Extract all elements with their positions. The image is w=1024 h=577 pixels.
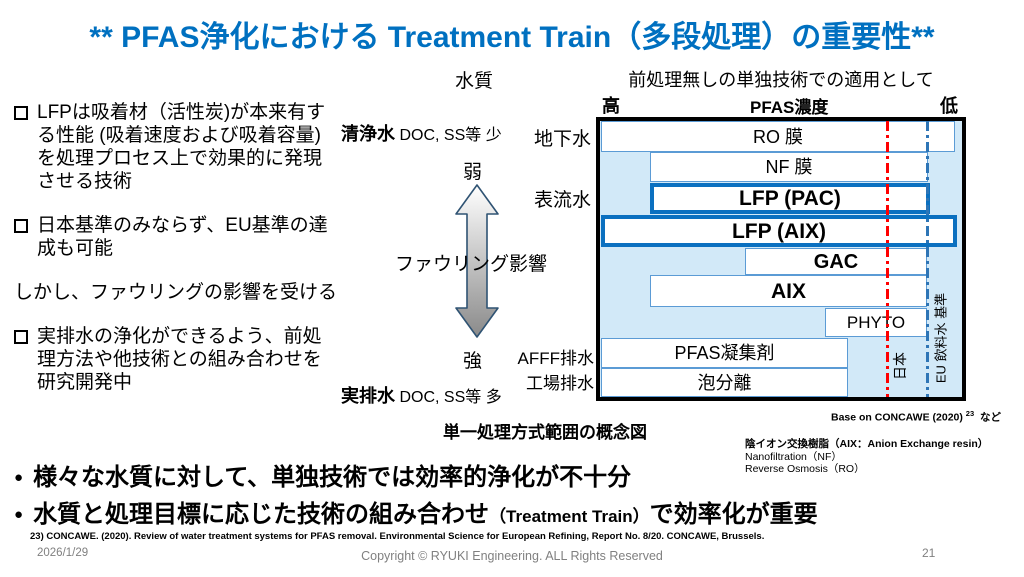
fouling-strong-label: 強 xyxy=(463,351,483,372)
clean-water-bold: 清浄水 xyxy=(341,124,395,144)
footer-date: 2026/1/29 xyxy=(37,547,89,559)
page-title: ** PFAS浄化における Treatment Train（多段処理）の重要性*… xyxy=(89,21,935,54)
eu-standard-line xyxy=(926,121,929,397)
conclusion-main-text: 様々な水質に対して、単独技術では効率的浄化が不十分 xyxy=(33,464,632,491)
left-panel-text: 日本基準のみならず、EU基準の達成も可能 xyxy=(37,215,328,259)
row-label-afff: AFFF排水 xyxy=(517,349,595,368)
source-superscript: 23 xyxy=(965,409,975,418)
left-panel-item-3: 実排水の浄化ができるよう、前処理方法や他技術との組み合わせを研究開発中 xyxy=(14,325,340,394)
fouling-weak-label: 弱 xyxy=(463,162,483,183)
square-bullet-icon xyxy=(14,330,28,344)
source-note: Base on CONCAWE (2020) 23 など xyxy=(831,409,1001,425)
legend-line-0: 陰イオン交換樹脂（AIX：Anion Exchange resin） xyxy=(745,438,989,450)
left-panel-text: 実排水の浄化ができるよう、前処理方法や他技術との組み合わせを研究開発中 xyxy=(37,326,322,393)
conclusion-item-1: ● 水質と処理目標に応じた技術の組み合わせ（Treatment Train）で効率… xyxy=(14,494,818,529)
square-bullet-icon xyxy=(14,106,28,120)
abbreviation-legend: 陰イオン交換樹脂（AIX：Anion Exchange resin）Nanofi… xyxy=(745,438,988,476)
raw-wastewater-rest: DOC, SS等 多 xyxy=(399,389,502,406)
water-quality-label: 水質 xyxy=(455,71,494,92)
fouling-effect-label: ファウリング影響 xyxy=(395,254,548,275)
clean-water-rest: DOC, SS等 少 xyxy=(399,127,502,144)
legend-line-1: Nanofiltration（NF） xyxy=(745,450,842,463)
axis-title-pfas-concentration: PFAS濃度 xyxy=(750,98,829,117)
raw-wastewater-bold: 実排水 xyxy=(341,386,395,406)
clean-water-label: 清浄水 DOC, SS等 少 xyxy=(341,120,502,146)
raw-wastewater-label: 実排水 DOC, SS等 多 xyxy=(341,382,502,408)
page-number: 21 xyxy=(922,546,936,560)
row-label-surface-water: 表流水 xyxy=(533,190,591,211)
tech-bar--: 泡分離 xyxy=(601,368,848,397)
square-bullet-icon xyxy=(14,219,28,233)
left-panel-item-2: しかし、ファウリングの影響を受ける xyxy=(14,282,338,303)
row-label-factory: 工場排水 xyxy=(526,374,594,393)
tech-bar-gac: GAC xyxy=(745,248,927,275)
figure-header: 前処理無しの単独技術での適用として xyxy=(628,70,934,90)
updown-arrow-icon xyxy=(455,184,499,338)
left-panel-item-1: 日本基準のみならず、EU基準の達成も可能 xyxy=(14,214,340,260)
tech-bar-lfp-aix-: LFP (AIX) xyxy=(601,215,957,247)
figure-caption: 単一処理方式範囲の概念図 xyxy=(443,423,647,442)
source-suffix: など xyxy=(979,411,1001,424)
left-bullet-panel: LFPは吸着材（活性炭)が本来有する性能 (吸着速度および吸着容量) を処理プロ… xyxy=(14,101,340,415)
axis-high-label: 高 xyxy=(602,96,620,116)
eu-standard-label: EU 飲料水 基準 xyxy=(933,292,949,384)
axis-low-label: 低 xyxy=(940,96,958,116)
row-label-groundwater: 地下水 xyxy=(533,129,591,150)
tech-bar-nf-: NF 膜 xyxy=(650,152,928,182)
legend-line-2: Reverse Osmosis（RO） xyxy=(745,463,865,475)
footer-copyright: Copyright © RYUKI Engineering. ALL Right… xyxy=(361,549,663,563)
left-panel-text: LFPは吸着材（活性炭)が本来有する性能 (吸着速度および吸着容量) を処理プロ… xyxy=(37,102,326,192)
source-prefix: Base on CONCAWE (2020) xyxy=(831,411,963,424)
tech-bar-aix: AIX xyxy=(650,275,927,307)
tech-bar-phyto: PHYTO xyxy=(825,308,927,337)
conclusion-list: ● 様々な水質に対して、単独技術では効率的浄化が不十分 ● 水質と処理目標に応じた技術… xyxy=(14,457,818,531)
japan-standard-label: 日本 xyxy=(892,352,908,380)
tech-bar-pfas-: PFAS凝集剤 xyxy=(601,338,848,368)
tech-bar-ro-: RO 膜 xyxy=(601,121,955,152)
left-panel-item-0: LFPは吸着材（活性炭)が本来有する性能 (吸着速度および吸着容量) を処理プロ… xyxy=(14,101,340,193)
circle-bullet-icon: ● xyxy=(14,506,24,523)
conclusion-tail-text: で効率化が重要 xyxy=(649,501,818,528)
japan-standard-line xyxy=(886,121,889,397)
tech-bar-lfp-pac-: LFP (PAC) xyxy=(650,183,930,214)
reference-footnote: 23) CONCAWE. (2020). Review of water tre… xyxy=(30,531,765,542)
conclusion-small-text: （Treatment Train） xyxy=(489,507,650,526)
conclusion-item-0: ● 様々な水質に対して、単独技術では効率的浄化が不十分 xyxy=(14,457,818,492)
conclusion-main-text: 水質と処理目標に応じた技術の組み合わせ xyxy=(33,501,490,528)
circle-bullet-icon: ● xyxy=(14,469,24,486)
